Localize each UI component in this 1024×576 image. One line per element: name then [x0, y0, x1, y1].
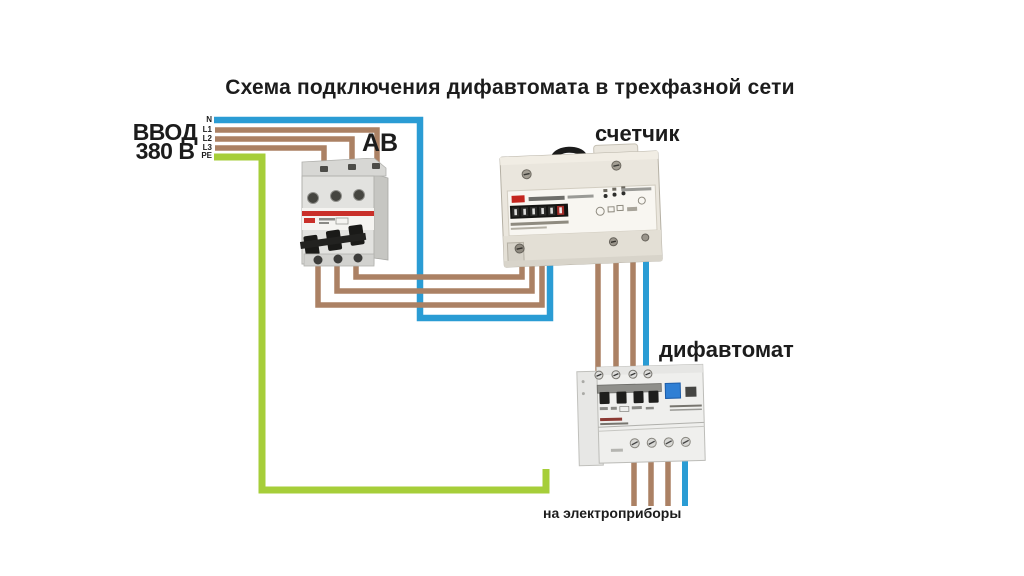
bus-label-l2: L2 — [202, 134, 212, 143]
rcbo-footnote-text — [610, 448, 623, 452]
toggle-tie-bar — [596, 383, 662, 394]
meter-lower-screws — [514, 233, 650, 254]
meter-device — [499, 143, 663, 268]
breaker-top-terminals — [320, 163, 380, 172]
test-button — [664, 382, 682, 399]
bus-label-l3: L3 — [202, 143, 212, 152]
flange-dot — [581, 392, 585, 396]
brand-logo-icon — [304, 218, 315, 223]
rcbo-top-screws — [594, 369, 653, 380]
breaker-side-face — [373, 173, 389, 261]
rcbo-bottom-screws — [629, 436, 691, 449]
bus-label-pe: PE — [201, 151, 212, 160]
meter-upper-screws — [521, 160, 622, 180]
wire-pe — [214, 153, 550, 494]
rcbo-label: дифавтомат — [659, 337, 794, 362]
meter-label: счетчик — [595, 121, 680, 146]
bus-label-n: N — [206, 115, 212, 124]
wire-phase-breaker-to-meter-2 — [334, 252, 535, 294]
breaker-toggles — [299, 224, 367, 257]
rcbo-indicator-window — [685, 386, 697, 397]
meter-caption-text — [510, 220, 569, 230]
breaker-red-stripe — [302, 211, 374, 216]
rcbo-toggles — [599, 390, 659, 405]
meter-certification-marks — [595, 196, 646, 216]
meter-model-text — [528, 194, 594, 202]
source-label: ВВОД 380 В — [132, 119, 198, 164]
rcbo-markings — [599, 404, 702, 413]
rcbo-seam-line — [598, 421, 705, 428]
breaker-upper-screws — [307, 189, 365, 204]
source-label-line2: 380 В — [135, 138, 195, 164]
toggle-tie-bar — [299, 232, 367, 249]
meter-counter-display — [509, 203, 569, 219]
rcbo-model-text — [600, 417, 629, 426]
wire-neutral-feed — [214, 116, 554, 322]
rcbo-body — [596, 363, 706, 464]
source-label-line1: ВВОД — [132, 119, 198, 145]
output-label: на электроприборы — [543, 505, 682, 521]
brand-logo-icon — [511, 195, 525, 203]
breaker-label: АВ — [362, 129, 399, 157]
meter-serial-text — [621, 187, 652, 192]
diagram-title: Схема подключения дифавтомата в трехфазн… — [225, 76, 795, 99]
rcbo-seam-line — [598, 425, 705, 432]
meter-bottom-edge — [504, 254, 663, 268]
breaker-device — [299, 158, 389, 267]
wire-phase-breaker-to-meter-3 — [315, 252, 545, 308]
flange-dot — [581, 380, 585, 384]
breaker-bottom-screws — [313, 253, 363, 265]
breaker-rating-text — [319, 217, 349, 225]
bus-label-l1: L1 — [202, 125, 212, 134]
rcbo-device — [576, 363, 706, 467]
meter-top-band — [499, 150, 659, 166]
